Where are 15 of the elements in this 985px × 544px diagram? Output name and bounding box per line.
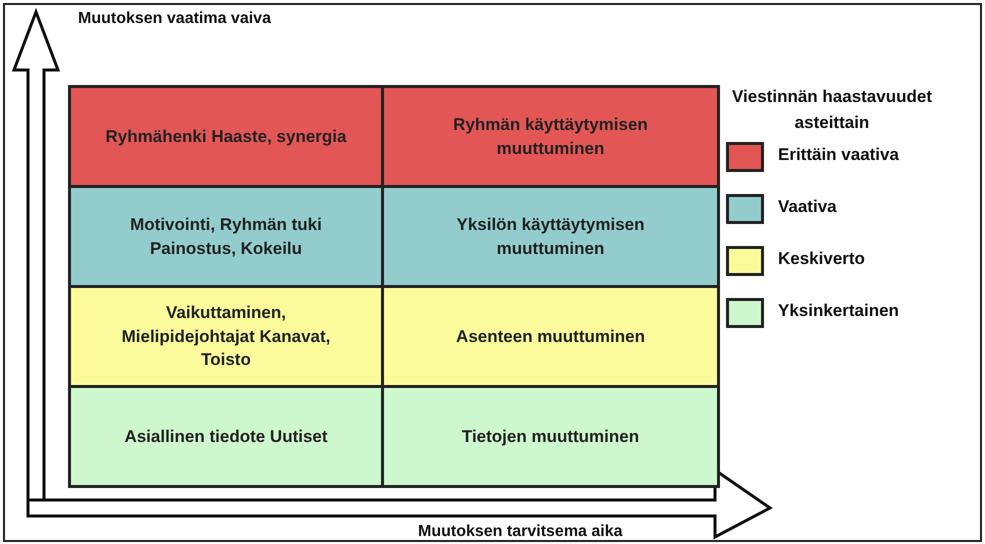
legend-label: Erittäin vaativa: [778, 145, 899, 165]
legend-label: Keskiverto: [778, 249, 865, 269]
axis-title: Muutoksen tarvitsema aika: [418, 523, 624, 541]
table-cell: Asenteen muuttuminen: [381, 285, 720, 388]
table-cell: Asiallinen tiedote Uutiset: [68, 385, 384, 488]
legend-label: Yksinkertainen: [778, 301, 899, 321]
table-cell: Ryhmähenki Haaste, synergia: [68, 85, 384, 188]
legend-title: Viestinnän haastavuudet asteittain: [731, 86, 933, 134]
table-cell: Tietojen muuttuminen: [381, 385, 720, 488]
table-cell: Ryhmän käyttäytymisen muuttuminen: [381, 85, 720, 188]
legend-label: Vaativa: [778, 197, 837, 217]
axis-title: Muutoksen vaatima vaiva: [78, 10, 272, 28]
table-cell: Yksilön käyttäytymisen muuttuminen: [381, 185, 720, 288]
table-cell: Vaikuttaminen, Mielipidejohtajat Kanavat, Toisto: [68, 285, 384, 388]
table-cell: Motivointi, Ryhmän tuki Painostus, Kokeilu: [68, 185, 384, 288]
